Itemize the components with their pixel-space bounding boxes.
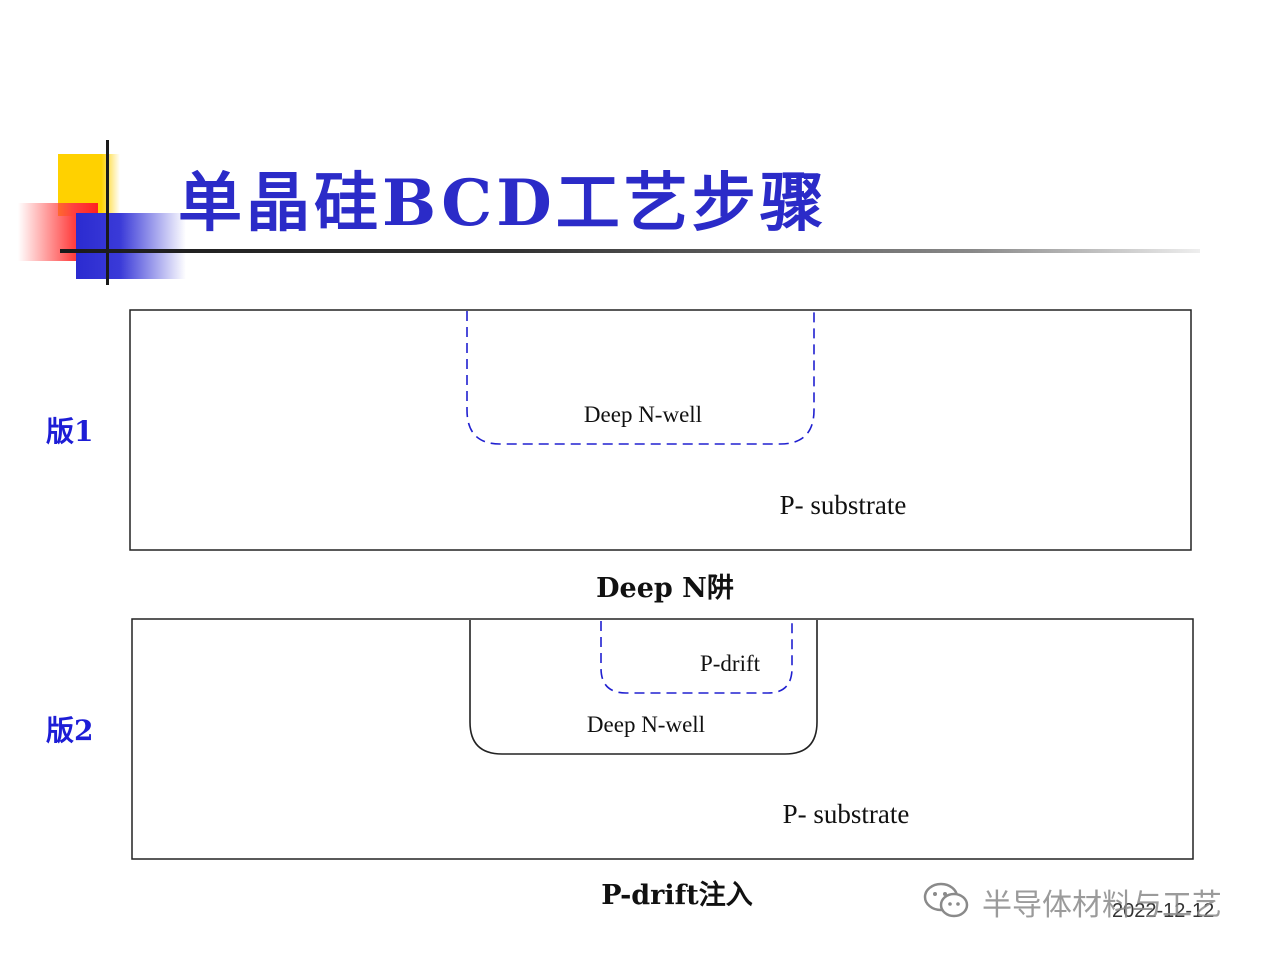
substrate-box-1: [129, 309, 1192, 551]
p-drift-outline: [600, 621, 793, 694]
header-horizontal-rule: [60, 249, 1200, 253]
header-vertical-rule: [106, 140, 109, 285]
watermark-text: 半导体材料与工艺: [982, 888, 1222, 923]
step-caption-2: P-drift注入: [601, 880, 753, 911]
mask-label-1: 版1: [46, 415, 94, 448]
header-decoration-blue: [76, 213, 186, 279]
deep-nwell-outline-2: [469, 620, 818, 755]
deep-nwell-label-2: Deep N-well: [587, 712, 705, 737]
deep-nwell-outline-1: [466, 311, 815, 445]
slide-title: 单晶硅BCD工艺步骤: [178, 166, 828, 241]
wechat-icon: [922, 880, 972, 924]
mask-label-2: 版2: [46, 714, 94, 747]
substrate-label-1: P- substrate: [780, 490, 907, 520]
substrate-box-2: [131, 618, 1194, 860]
deep-nwell-label-1: Deep N-well: [584, 402, 702, 427]
substrate-label-2: P- substrate: [783, 799, 910, 829]
p-drift-label: P-drift: [700, 651, 761, 676]
watermark: 半导体材料与工艺: [922, 880, 1222, 924]
step-caption-1: Deep N阱: [596, 573, 734, 604]
slide-date: 2022-12-12: [1112, 900, 1215, 922]
